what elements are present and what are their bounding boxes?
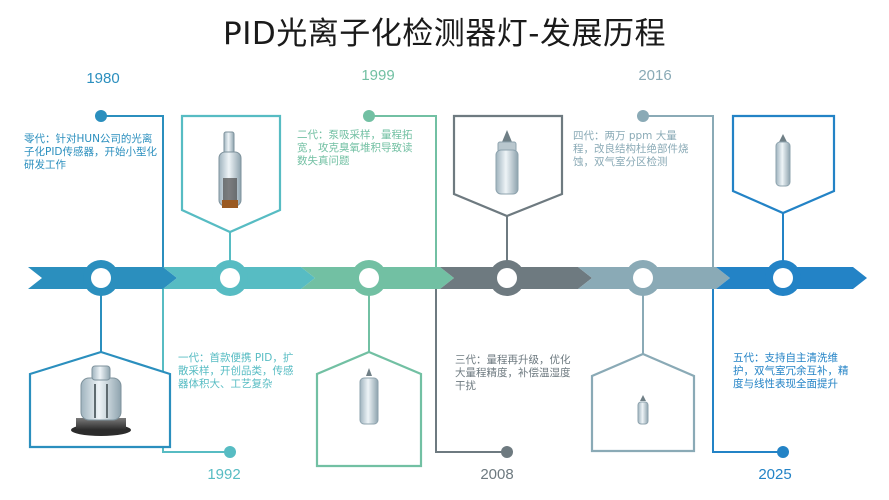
timeline-node-1992 bbox=[212, 260, 248, 296]
year-dot-1999 bbox=[363, 110, 375, 122]
year-label-2025: 2025 bbox=[758, 466, 792, 483]
connector-line-2008 bbox=[435, 278, 507, 453]
milestone-desc-2016: 四代：两万 ppm 大量程，改良结构杜绝部件烧蚀，双气室分区检测 bbox=[573, 130, 689, 168]
timeline-node-1980 bbox=[83, 260, 119, 296]
year-dot-2008 bbox=[501, 446, 513, 458]
connector-line-1992 bbox=[162, 278, 230, 453]
timeline-node-2008 bbox=[489, 260, 525, 296]
milestone-desc-1980: 零代：针对HUN公司的光离子化PID传感器，开始小型化研发工作 bbox=[24, 133, 158, 171]
glass-tube-lamp-icon bbox=[495, 130, 519, 195]
connector-line-2025 bbox=[712, 278, 783, 453]
connector-line-1999 bbox=[369, 115, 437, 278]
milestone-desc-2008: 三代：量程再升级，优化大量程精度，补偿温湿度干扰 bbox=[455, 354, 571, 392]
year-label-1999: 1999 bbox=[361, 67, 395, 84]
year-dot-1980 bbox=[95, 110, 107, 122]
year-label-1992: 1992 bbox=[207, 466, 241, 483]
timeline-node-2025 bbox=[765, 260, 801, 296]
connector-line-2016 bbox=[643, 115, 714, 278]
timeline-node-2016 bbox=[625, 260, 661, 296]
clear-tube-lamp-icon bbox=[775, 134, 791, 187]
year-dot-2016 bbox=[637, 110, 649, 122]
milestone-desc-1992: 一代：首款便携 PID，扩散采样，开创品类，传感器体积大、工艺复杂 bbox=[178, 352, 294, 390]
year-label-2008: 2008 bbox=[480, 466, 514, 483]
year-label-2016: 2016 bbox=[638, 67, 672, 84]
tall-bottle-lamp-icon bbox=[218, 131, 242, 208]
page-title: PID光离子化检测器灯-发展历程 bbox=[223, 16, 666, 52]
milestone-desc-1999: 二代：泵吸采样，量程拓宽，攻克臭氧堆积导致读数失真问题 bbox=[297, 129, 413, 167]
timeline-node-1999 bbox=[351, 260, 387, 296]
year-label-1980: 1980 bbox=[86, 70, 120, 87]
year-dot-2025 bbox=[777, 446, 789, 458]
connector-line-1980 bbox=[101, 115, 164, 278]
milestone-desc-2025: 五代：支持自主清洗维护，双气室冗余互补，精度与线性表现全面提升 bbox=[733, 352, 849, 390]
large-lamp-icon bbox=[71, 365, 131, 436]
slim-lamp-icon bbox=[359, 368, 379, 425]
year-dot-1992 bbox=[224, 446, 236, 458]
mini-lamp-icon bbox=[637, 395, 649, 425]
